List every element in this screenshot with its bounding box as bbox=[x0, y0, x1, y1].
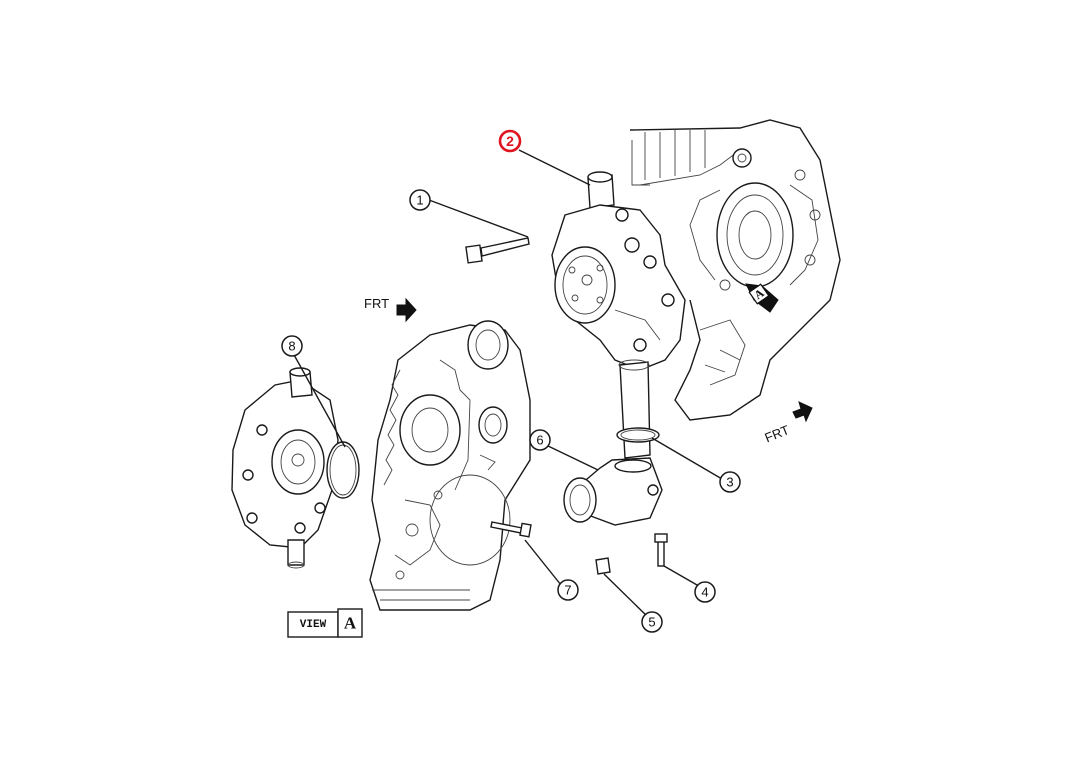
callout-1: 1 bbox=[409, 189, 431, 211]
view-a-arrow-marker: A bbox=[745, 283, 779, 313]
callout-5: 5 bbox=[641, 611, 663, 633]
callout-6-label: 6 bbox=[536, 433, 543, 448]
callout-8: 8 bbox=[281, 335, 303, 357]
callout-5-label: 5 bbox=[648, 615, 655, 630]
callout-6: 6 bbox=[529, 429, 551, 451]
o-ring-part-3 bbox=[616, 427, 660, 443]
frt-direction-left: FRT bbox=[364, 296, 417, 323]
view-a-water-pump bbox=[231, 367, 360, 569]
leader-lines bbox=[292, 149, 723, 621]
elbow-fitting-part-6 bbox=[563, 457, 663, 526]
frt-right-arrow-icon bbox=[792, 401, 813, 423]
nut-part-5 bbox=[595, 557, 611, 575]
view-box-letter: A bbox=[344, 614, 357, 633]
view-a-label-box: VIEW A bbox=[287, 608, 363, 638]
frt-left-arrow-icon bbox=[396, 297, 417, 323]
callout-8-label: 8 bbox=[288, 339, 295, 354]
water-pump-part bbox=[551, 171, 686, 371]
bolt-part-7 bbox=[490, 521, 532, 538]
bolt-part-4 bbox=[654, 533, 668, 567]
callout-1-label: 1 bbox=[416, 193, 423, 208]
bolt-part-1 bbox=[465, 237, 530, 264]
frt-right-label: FRT bbox=[763, 422, 792, 445]
callout-4-label: 4 bbox=[701, 585, 708, 600]
callout-2-label: 2 bbox=[506, 133, 514, 149]
callout-7-label: 7 bbox=[564, 583, 571, 598]
callout-2: 2 bbox=[498, 129, 522, 153]
callout-7: 7 bbox=[557, 579, 579, 601]
coolant-tube bbox=[618, 359, 651, 459]
frt-direction-right: FRT bbox=[763, 401, 813, 445]
callout-4: 4 bbox=[694, 581, 716, 603]
engine-timing-cover bbox=[369, 320, 531, 611]
frt-left-label: FRT bbox=[364, 296, 389, 311]
callout-3: 3 bbox=[719, 471, 741, 493]
view-box-word: VIEW bbox=[300, 619, 327, 631]
callout-3-label: 3 bbox=[726, 475, 733, 490]
